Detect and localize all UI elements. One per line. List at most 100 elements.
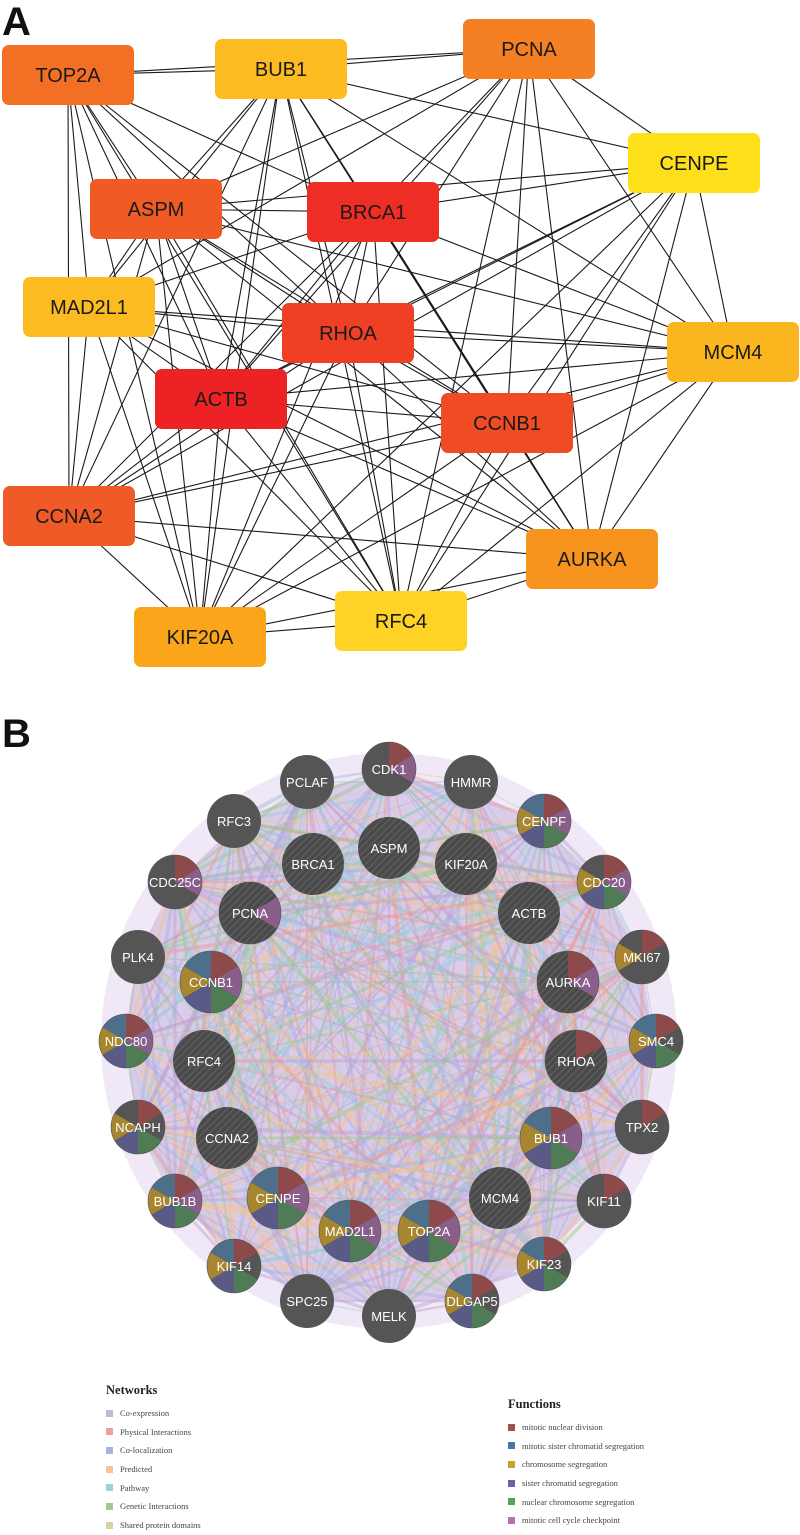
gm-node-function-wedge: [604, 868, 631, 896]
gm-node-function-wedge: [445, 1287, 472, 1315]
gm-node-tpx2[interactable]: TPX2: [614, 1099, 670, 1155]
ppi-node-ccnb1[interactable]: CCNB1: [441, 393, 573, 453]
ppi-node-pcna[interactable]: PCNA: [463, 19, 595, 79]
gm-node-circle: [435, 833, 497, 895]
gm-node-label: CDC20: [583, 875, 626, 890]
gm-node-cdc20[interactable]: CDC20: [576, 854, 632, 910]
gm-node-function-wedge: [175, 868, 202, 896]
gm-node-label: CCNB1: [189, 975, 233, 990]
gm-edge-mki67-top2a: [427, 955, 644, 1233]
gm-node-mcm4[interactable]: MCM4: [469, 1167, 531, 1229]
ppi-node-aurka[interactable]: AURKA: [526, 529, 658, 589]
gm-edge-hmmr-cdc25c: [174, 781, 472, 883]
gm-node-rfc4[interactable]: RFC4: [173, 1030, 235, 1092]
ppi-node-mcm4[interactable]: MCM4: [667, 322, 799, 382]
gm-node-aurka[interactable]: AURKA: [536, 950, 600, 1014]
gm-node-cdc25c[interactable]: CDC25C: [147, 854, 203, 910]
gm-node-smc4[interactable]: SMC4: [628, 1013, 684, 1069]
gm-node-ndc80[interactable]: NDC80: [98, 1013, 154, 1069]
gm-node-rfc3[interactable]: RFC3: [207, 794, 261, 848]
gm-edge-rfc4-top2a: [202, 1059, 431, 1233]
gm-node-melk[interactable]: MELK: [362, 1289, 416, 1343]
gm-edge-cenpf-cenpe: [276, 819, 546, 1200]
gm-node-function-wedge: [577, 868, 604, 896]
ppi-edge-top2a-rfc4: [67, 74, 402, 622]
gm-node-cenpe[interactable]: CENPE: [246, 1166, 310, 1230]
ppi-edge-actb-kif20a: [199, 398, 222, 638]
ppi-node-box: [134, 607, 266, 667]
gm-node-label: KIF23: [527, 1257, 562, 1272]
gm-edge-ccnb1-spc25: [209, 980, 309, 1303]
gm-node-bub1b[interactable]: BUB1B: [147, 1173, 203, 1229]
gm-edge-ccnb1-bub1b: [173, 980, 213, 1203]
gm-node-pclaf[interactable]: PCLAF: [280, 755, 334, 809]
gm-edge-ccna2-mcm4: [226, 1137, 501, 1199]
gm-node-kif23[interactable]: KIF23: [516, 1236, 572, 1292]
gm-edge-cdc25c-top2a: [173, 880, 431, 1233]
ppi-edge-bub1-actb: [220, 68, 282, 400]
gm-node-hmmr[interactable]: HMMR: [444, 755, 498, 809]
ppi-edge-mcm4-rfc4: [400, 351, 734, 622]
ppi-node-box: [155, 369, 287, 429]
gm-edge-actb-dlgap5: [471, 912, 530, 1302]
gm-node-cenpf[interactable]: CENPF: [516, 793, 572, 849]
gm-edge-bub1-cenpe: [276, 1136, 553, 1200]
panel-a-label: A: [2, 0, 31, 44]
gm-node-label: KIF14: [217, 1259, 252, 1274]
gm-node-outline: [628, 1013, 684, 1069]
gm-edge-pcna-cenpe: [249, 912, 279, 1199]
gm-node-spc25[interactable]: SPC25: [280, 1274, 334, 1328]
ppi-node-kif20a[interactable]: KIF20A: [134, 607, 266, 667]
gm-edge-aurka-mcm4: [498, 980, 570, 1200]
gm-node-actb[interactable]: ACTB: [498, 882, 560, 944]
gm-node-outline: [147, 1173, 203, 1229]
gm-node-pcna[interactable]: PCNA: [218, 881, 282, 945]
ppi-node-actb[interactable]: ACTB: [155, 369, 287, 429]
gm-edge-kif20a-dlgap5: [464, 862, 474, 1303]
ppi-node-box: [463, 19, 595, 79]
gm-node-ccnb1[interactable]: CCNB1: [179, 950, 243, 1014]
gm-edge-rhoa-top2a: [427, 1059, 578, 1233]
gm-node-ncaph[interactable]: NCAPH: [110, 1099, 166, 1155]
gm-node-rhoa[interactable]: RHOA: [544, 1029, 608, 1093]
gm-node-plk4[interactable]: PLK4: [111, 930, 165, 984]
ppi-node-rhoa[interactable]: RHOA: [282, 303, 414, 363]
gm-node-brca1[interactable]: BRCA1: [282, 833, 344, 895]
gm-node-bub1[interactable]: BUB1: [519, 1106, 583, 1170]
ppi-edge-pcna-mad2l1: [88, 48, 530, 308]
gm-edge-kif20a-mcm4: [464, 862, 502, 1200]
gm-node-ccna2[interactable]: CCNA2: [196, 1107, 258, 1169]
gm-edge-aspm-aurka: [387, 846, 570, 984]
gm-edge-cdc25c-spc25: [173, 880, 309, 1303]
gm-node-aspm[interactable]: ASPM: [358, 817, 420, 879]
gm-node-function-wedge: [175, 1187, 202, 1215]
functions-legend-item-mitotic-cell-cycle-checkpoint: mitotic cell cycle checkpoint: [508, 1511, 644, 1530]
ppi-node-bub1[interactable]: BUB1: [215, 39, 347, 99]
gm-node-kif11[interactable]: KIF11: [576, 1173, 632, 1229]
ppi-node-cenpe[interactable]: CENPE: [628, 133, 760, 193]
gm-edge-pclaf-ndc80: [124, 780, 309, 1043]
gm-edge-kif14-kif23: [232, 1262, 546, 1268]
ppi-node-box: [307, 182, 439, 242]
gm-node-mad2l1[interactable]: MAD2L1: [318, 1199, 382, 1263]
gm-edge-bub1b-melk: [173, 1199, 391, 1318]
gm-node-dlgap5[interactable]: DLGAP5: [444, 1273, 500, 1329]
ppi-node-ccna2[interactable]: CCNA2: [3, 486, 135, 546]
gm-edge-cenpf-smc4: [542, 819, 658, 1043]
gm-node-kif14[interactable]: KIF14: [206, 1238, 262, 1294]
ppi-node-brca1[interactable]: BRCA1: [307, 182, 439, 242]
gm-node-label: HMMR: [451, 775, 491, 790]
ppi-node-aspm[interactable]: ASPM: [90, 179, 222, 239]
gm-node-cdk1[interactable]: CDK1: [361, 741, 417, 797]
functions-legend-label: chromosome segregation: [522, 1459, 608, 1470]
ppi-node-mad2l1[interactable]: MAD2L1: [23, 277, 155, 337]
gm-edge-ccna2-kif11: [225, 1136, 606, 1203]
ppi-node-rfc4[interactable]: RFC4: [335, 591, 467, 651]
gm-node-mki67[interactable]: MKI67: [614, 929, 670, 985]
gm-node-top2a[interactable]: TOP2A: [397, 1199, 461, 1263]
ppi-edge-aspm-aurka: [155, 208, 593, 560]
networks-legend-label: Co-localization: [120, 1445, 173, 1456]
gm-node-kif20a[interactable]: KIF20A: [435, 833, 497, 895]
ppi-node-top2a[interactable]: TOP2A: [2, 45, 134, 105]
